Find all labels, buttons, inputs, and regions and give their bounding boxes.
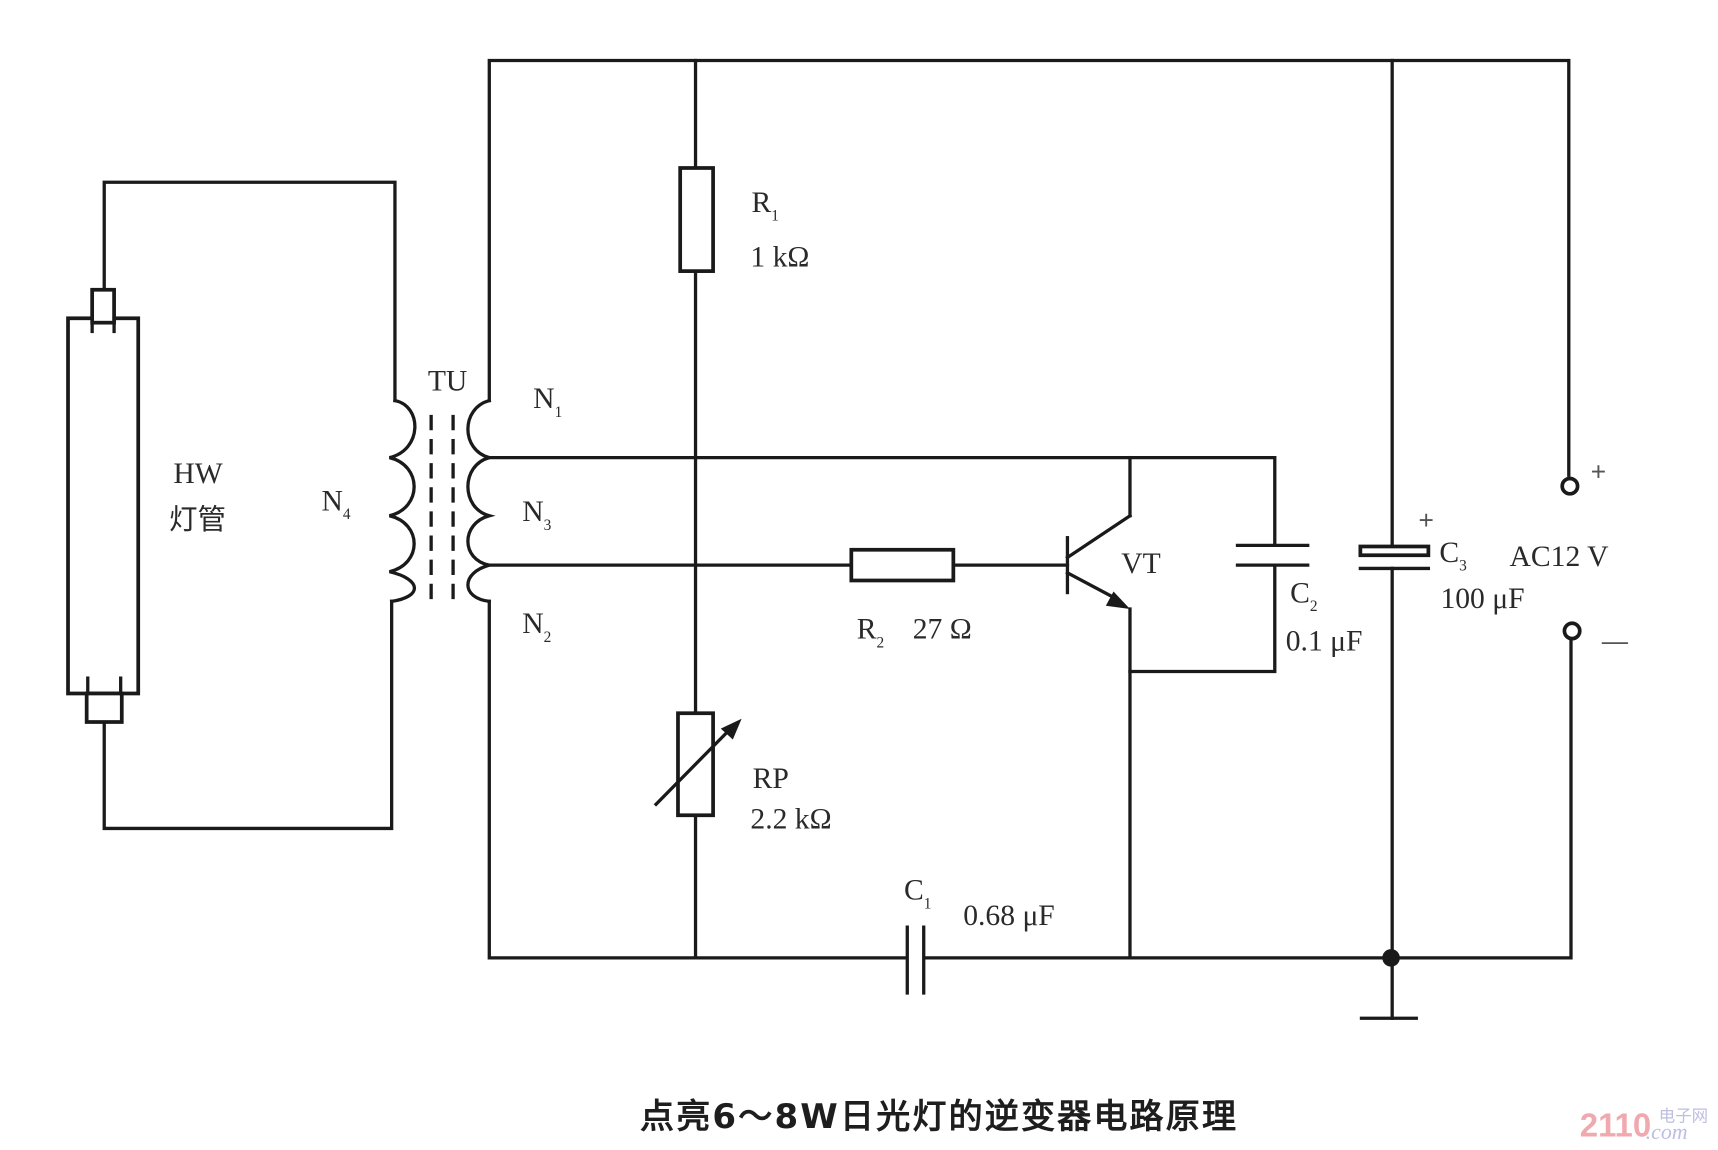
r2-body [849,547,956,583]
rp-ref-label: RP [753,763,789,795]
n3-label: N3 [522,496,551,534]
tube-bottom-pin [84,691,124,724]
vt-collector-lead [1065,513,1133,560]
supply-label: AC12 V [1510,541,1610,573]
left-return-wire [487,599,908,960]
lamp-top-wire [102,180,397,403]
potentiometer-rp: RP 2.2 kΩ [653,711,832,835]
r1-body [678,166,715,273]
vt-emitter-arrow-icon [1105,591,1130,610]
c2-ref-label: C2 [1290,577,1317,615]
tube-top-pin [90,287,116,325]
winding-n1-n3-n2 [466,398,496,604]
n1-label: N1 [533,383,562,421]
capacitor-c2: C2 0.1 μF [1235,543,1363,658]
bottom-rail [923,638,1573,960]
positive-terminal-icon [1560,476,1580,496]
resistor-r1: R1 1 kΩ [678,166,809,274]
c3-ref-label: C3 [1439,537,1467,575]
diagram-caption: 点亮6～8W日光灯的逆变器电路原理 [640,1097,1238,1137]
top-rail [487,58,1571,477]
winding-n4 [388,398,417,604]
capacitor-c1: C1 0.68 μF [904,875,1055,995]
r1-value-label: 1 kΩ [750,242,809,274]
rp-value-label: 2.2 kΩ [750,803,831,835]
rp-arrow-head-icon [720,718,742,740]
c3-plate-positive [1358,544,1431,558]
lamp-circuit: HW 灯管 [66,180,397,831]
c1-ref-label: C1 [904,875,931,913]
transistor-vt: VT [1065,513,1161,610]
vt-emitter-lead [1065,570,1122,603]
watermark-com: .com [1646,1119,1688,1144]
c3-value-label: 100 μF [1440,583,1524,615]
lamp-name-label: 灯管 [169,503,226,536]
r2-ref-label: R2 [857,614,884,652]
watermark-cn: 电子网 [1659,1106,1708,1125]
watermark: 2110 电子网 .com [1580,1106,1708,1144]
positive-sign-label: + [1591,457,1606,487]
c2-bottom-wire [1128,563,1277,674]
transformer-tu: TU N4 N1 N3 N2 [321,366,562,646]
lamp-bottom-wire [102,599,394,831]
negative-sign-label: — [1602,626,1629,656]
main-wiring [487,58,1573,1020]
vt-label: VT [1121,548,1160,580]
rp-adjust-arrow [653,724,736,807]
n2-label: N2 [522,608,551,646]
watermark-number: 2110 [1580,1107,1651,1144]
r2-value-label: 27 Ω [913,614,972,646]
junction-dot [1382,949,1400,967]
c1-value-label: 0.68 μF [963,900,1055,932]
c2-value-label: 0.1 μF [1286,626,1363,658]
rp-body [676,711,715,818]
n3-collector-wire [487,455,1277,548]
lamp-ref-label: HW [173,458,222,490]
r1-ref-label: R1 [751,187,778,225]
capacitor-c3: + C3 100 μF [1358,505,1525,615]
n4-label: N4 [321,485,350,523]
fluorescent-tube [66,316,141,696]
negative-terminal-icon [1562,621,1582,641]
c3-polarity-label: + [1419,505,1434,535]
resistor-r2: R2 27 Ω [849,547,972,652]
transformer-label: TU [428,366,467,398]
supply-terminals: + — AC12 V [1510,457,1629,656]
